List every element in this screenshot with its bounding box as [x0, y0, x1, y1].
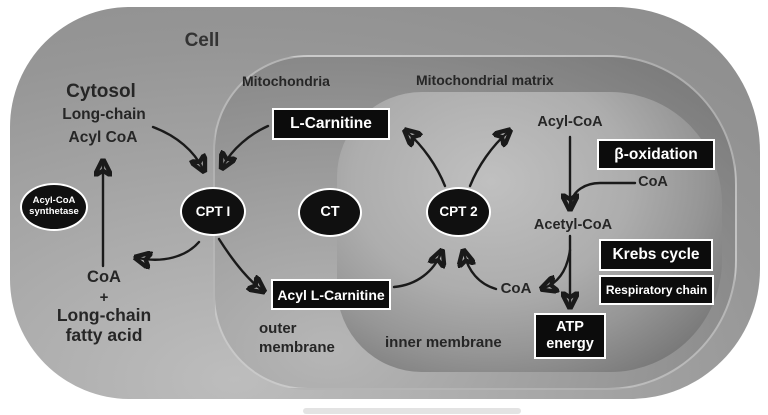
outer-membrane-label: outer membrane [259, 319, 349, 357]
acetyl-coa-label: Acetyl-CoA [533, 217, 613, 233]
outer-membrane-line2: membrane [259, 339, 335, 356]
atp-line1: ATP [556, 319, 584, 336]
coa-cytosol-label: CoA [87, 268, 121, 286]
coa-recycled-label: CoA [500, 280, 532, 297]
inner-membrane-label: inner membrane [385, 334, 502, 351]
acyl-l-carnitine-box: Acyl L-Carnitine [271, 279, 391, 310]
krebs-cycle-box: Krebs cycle [599, 239, 713, 271]
long-chain-acyl-coa-line2: Acyl CoA [68, 129, 138, 146]
acyl-coa-matrix-label: Acyl-CoA [537, 114, 603, 130]
ct-oval: CT [298, 188, 362, 237]
acyl-coa-synthetase-oval: Acyl-CoA synthetase [20, 183, 88, 231]
cytosol-label: Cytosol [66, 81, 136, 102]
beta-oxidation-box: β-oxidation [597, 139, 715, 170]
long-chain-acyl-coa-line1: Long-chain [62, 106, 146, 123]
cpt1-oval: CPT I [180, 187, 246, 236]
cpt2-oval: CPT 2 [426, 187, 491, 237]
matrix-boundary [337, 92, 722, 372]
fatty-acid-line2: fatty acid [65, 325, 143, 345]
outer-membrane-line1: outer [259, 320, 297, 337]
respiratory-chain-box: Respiratory chain [599, 275, 714, 305]
atp-energy-box: ATP energy [534, 313, 606, 359]
l-carnitine-box: L-Carnitine [272, 108, 390, 140]
mitochondria-label: Mitochondria [242, 73, 330, 89]
plus-sign: + [99, 289, 109, 306]
synthetase-line1: Acyl-CoA [32, 195, 76, 207]
matrix-label: Mitochondrial matrix [416, 72, 554, 88]
atp-line2: energy [546, 336, 594, 352]
fatty-acid-line1: Long-chain [56, 305, 152, 325]
cell-label: Cell [184, 30, 220, 51]
watermark-bar [303, 408, 521, 414]
coa-released-label: CoA [638, 174, 668, 190]
synthetase-line2: synthetase [29, 206, 79, 217]
